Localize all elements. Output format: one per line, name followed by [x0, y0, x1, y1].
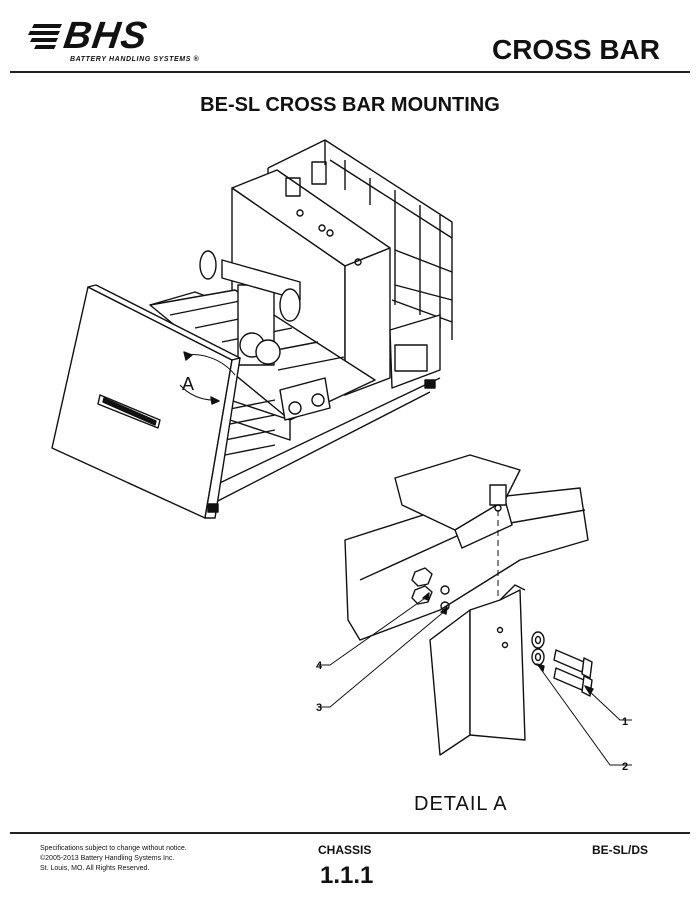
extractor-mast: [199, 250, 331, 421]
company-logo: BHS BATTERY HANDLING SYSTEMS ®: [28, 12, 208, 64]
logo-speed-lines-icon: [28, 24, 62, 49]
page-title: CROSS BAR: [491, 34, 660, 65]
front-shield-panel: [51, 284, 241, 519]
model-number: BE-SL/DS: [591, 843, 648, 857]
section-number: 1.1.1: [320, 862, 374, 889]
callout-3: 3: [316, 702, 322, 714]
assembly-illustration: A: [51, 139, 632, 773]
drawing-title: BE-SL CROSS BAR MOUNTING: [200, 94, 500, 116]
callout-1: 1: [622, 716, 628, 728]
logo-tagline: BATTERY HANDLING SYSTEMS ®: [70, 56, 200, 63]
registered-mark: ®: [193, 56, 200, 63]
legal-note-line: ©2005-2013 Battery Handling Systems Inc.: [40, 855, 175, 862]
rear-safety-cage: [267, 139, 453, 340]
legal-note-line: St. Louis, MO. All Rights Reserved.: [40, 865, 150, 872]
detail-view-label: DETAIL A: [414, 793, 508, 815]
cross-bar-bracket: [429, 584, 526, 756]
section-name: CHASSIS: [318, 843, 372, 857]
legal-note-line: Specifications subject to change without…: [40, 845, 187, 852]
detail-a-exploded-view: [318, 454, 632, 766]
view-marker-label: A: [182, 374, 194, 394]
logo-wordmark: BHS: [61, 15, 151, 57]
callout-2: 2: [622, 761, 628, 773]
callout-4: 4: [316, 660, 323, 672]
footer-divider: [10, 832, 690, 834]
header-divider: [10, 71, 690, 73]
callout-leader-lines: [318, 595, 632, 766]
washer-set: [531, 631, 545, 666]
legal-notes: Specifications subject to change without…: [40, 844, 187, 874]
